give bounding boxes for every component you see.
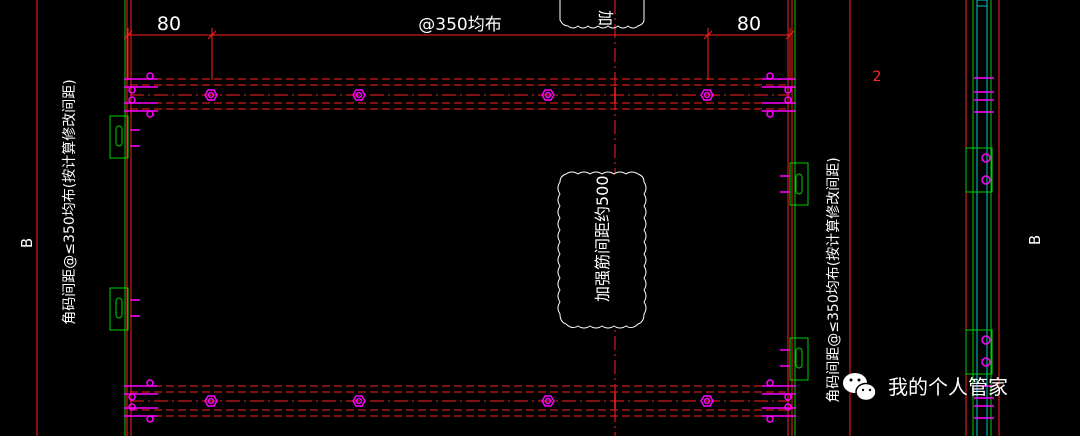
top-revision-cloud: 加 bbox=[559, 0, 645, 29]
green-frame-lines bbox=[124, 0, 992, 436]
watermark-text: 我的个人管家 bbox=[888, 375, 1008, 399]
right-vertical-note: 角码间距@≤350均布(按计算修改间距) bbox=[826, 157, 842, 402]
frame-lines bbox=[36, 0, 1000, 436]
side-clips bbox=[109, 115, 809, 381]
bolt-row-top bbox=[204, 89, 714, 101]
top-cloud-text: 加 bbox=[596, 10, 615, 26]
right-side-details bbox=[965, 0, 994, 419]
dimension-spacing: @350均布 bbox=[418, 15, 501, 35]
left-vertical-note: 角码间距@≤350均布(按计算修改间距) bbox=[62, 79, 78, 324]
bottom-rail bbox=[130, 385, 790, 417]
bolt bbox=[352, 89, 366, 101]
dimension-line bbox=[123, 28, 795, 80]
bolt bbox=[204, 89, 218, 101]
wechat-icon bbox=[843, 373, 877, 402]
cyan-frame-lines bbox=[976, 0, 988, 436]
bolt bbox=[352, 395, 366, 407]
grid-number: 2 bbox=[873, 69, 882, 85]
corner-brackets bbox=[124, 72, 796, 423]
side-clip-ticks bbox=[130, 129, 790, 367]
axis-label-right: B bbox=[1026, 235, 1044, 245]
bolt-row-bottom bbox=[204, 395, 714, 407]
bolt bbox=[541, 89, 555, 101]
bolt bbox=[204, 395, 218, 407]
top-rail bbox=[130, 78, 790, 110]
stiffener-cloud: 加强筋间距约500 bbox=[557, 171, 647, 329]
dimension-left-offset: 80 bbox=[157, 13, 181, 35]
bolt bbox=[700, 395, 714, 407]
watermark: 我的个人管家 bbox=[843, 373, 1008, 402]
bolt bbox=[700, 89, 714, 101]
dimension-right-offset: 80 bbox=[737, 13, 761, 35]
stiffener-note: 加强筋间距约500 bbox=[593, 175, 612, 302]
axis-label-left: B bbox=[18, 238, 36, 248]
bolt bbox=[541, 395, 555, 407]
